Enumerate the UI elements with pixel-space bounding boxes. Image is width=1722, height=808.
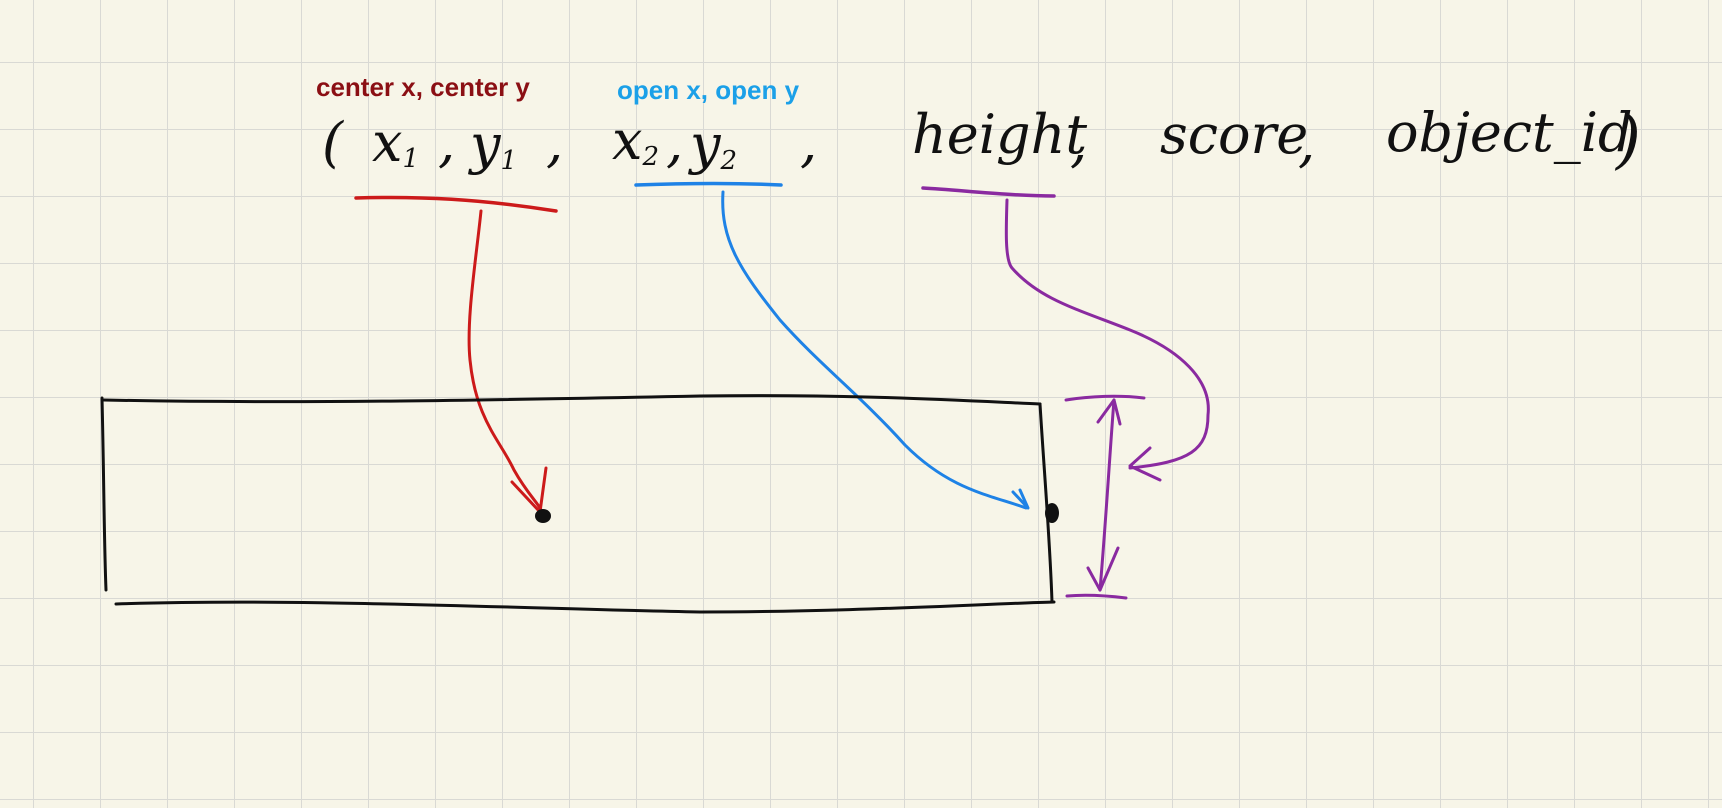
tuple-comma-4: , bbox=[800, 111, 818, 174]
center-underline bbox=[354, 195, 558, 213]
center-arrow-line bbox=[467, 209, 544, 514]
y2-letter: y bbox=[690, 113, 721, 176]
height-dimension-top-arrowhead bbox=[1096, 398, 1122, 426]
bounding-box-bottom-edge bbox=[114, 600, 1056, 614]
open-arrow-line bbox=[721, 190, 1028, 510]
bounding-box-top-edge bbox=[102, 394, 1042, 406]
object-id-term: object_id bbox=[1386, 101, 1633, 164]
x1-letter: x bbox=[372, 111, 403, 174]
open-point bbox=[1045, 503, 1059, 523]
tuple-comma-2: , bbox=[546, 111, 564, 174]
x2-letter: x bbox=[612, 109, 643, 172]
tuple-close-paren: ) bbox=[1616, 103, 1641, 177]
tuple-comma-5: , bbox=[1070, 111, 1088, 174]
center-xy-label: center x, center y bbox=[316, 72, 530, 102]
bounding-box-right-edge bbox=[1038, 402, 1054, 604]
x2-subscript: 2 bbox=[642, 142, 660, 172]
score-term: score bbox=[1160, 103, 1309, 166]
y2-subscript: 2 bbox=[720, 146, 738, 176]
height-arrowhead bbox=[1128, 446, 1162, 482]
tuple-comma-1: , bbox=[438, 111, 456, 174]
bounding-box-left-edge bbox=[100, 396, 108, 592]
open-arrowhead bbox=[1011, 488, 1030, 510]
height-dimension-bottom-arrowhead bbox=[1086, 546, 1120, 592]
height-arrow-line bbox=[1004, 198, 1210, 470]
height-dimension-bottom-cap bbox=[1065, 593, 1128, 600]
y2-term: y2 bbox=[690, 118, 738, 176]
y1-subscript: 1 bbox=[500, 146, 518, 176]
height-term: height bbox=[912, 103, 1088, 166]
tuple-comma-6: , bbox=[1298, 111, 1316, 174]
height-dimension-top-cap bbox=[1064, 394, 1146, 402]
open-xy-label: open x, open y bbox=[617, 75, 800, 105]
x2-term: x2 bbox=[612, 114, 660, 172]
center-point bbox=[535, 509, 551, 523]
height-dimension-line bbox=[1098, 398, 1116, 592]
height-underline bbox=[921, 186, 1056, 198]
open-underline bbox=[634, 181, 783, 187]
tuple-open-paren: ( bbox=[322, 111, 344, 174]
x1-term: x1 bbox=[372, 116, 420, 174]
y1-letter: y bbox=[470, 113, 501, 176]
x1-subscript: 1 bbox=[402, 144, 420, 174]
tuple-comma-3: , bbox=[666, 111, 684, 174]
y1-term: y1 bbox=[470, 118, 518, 176]
